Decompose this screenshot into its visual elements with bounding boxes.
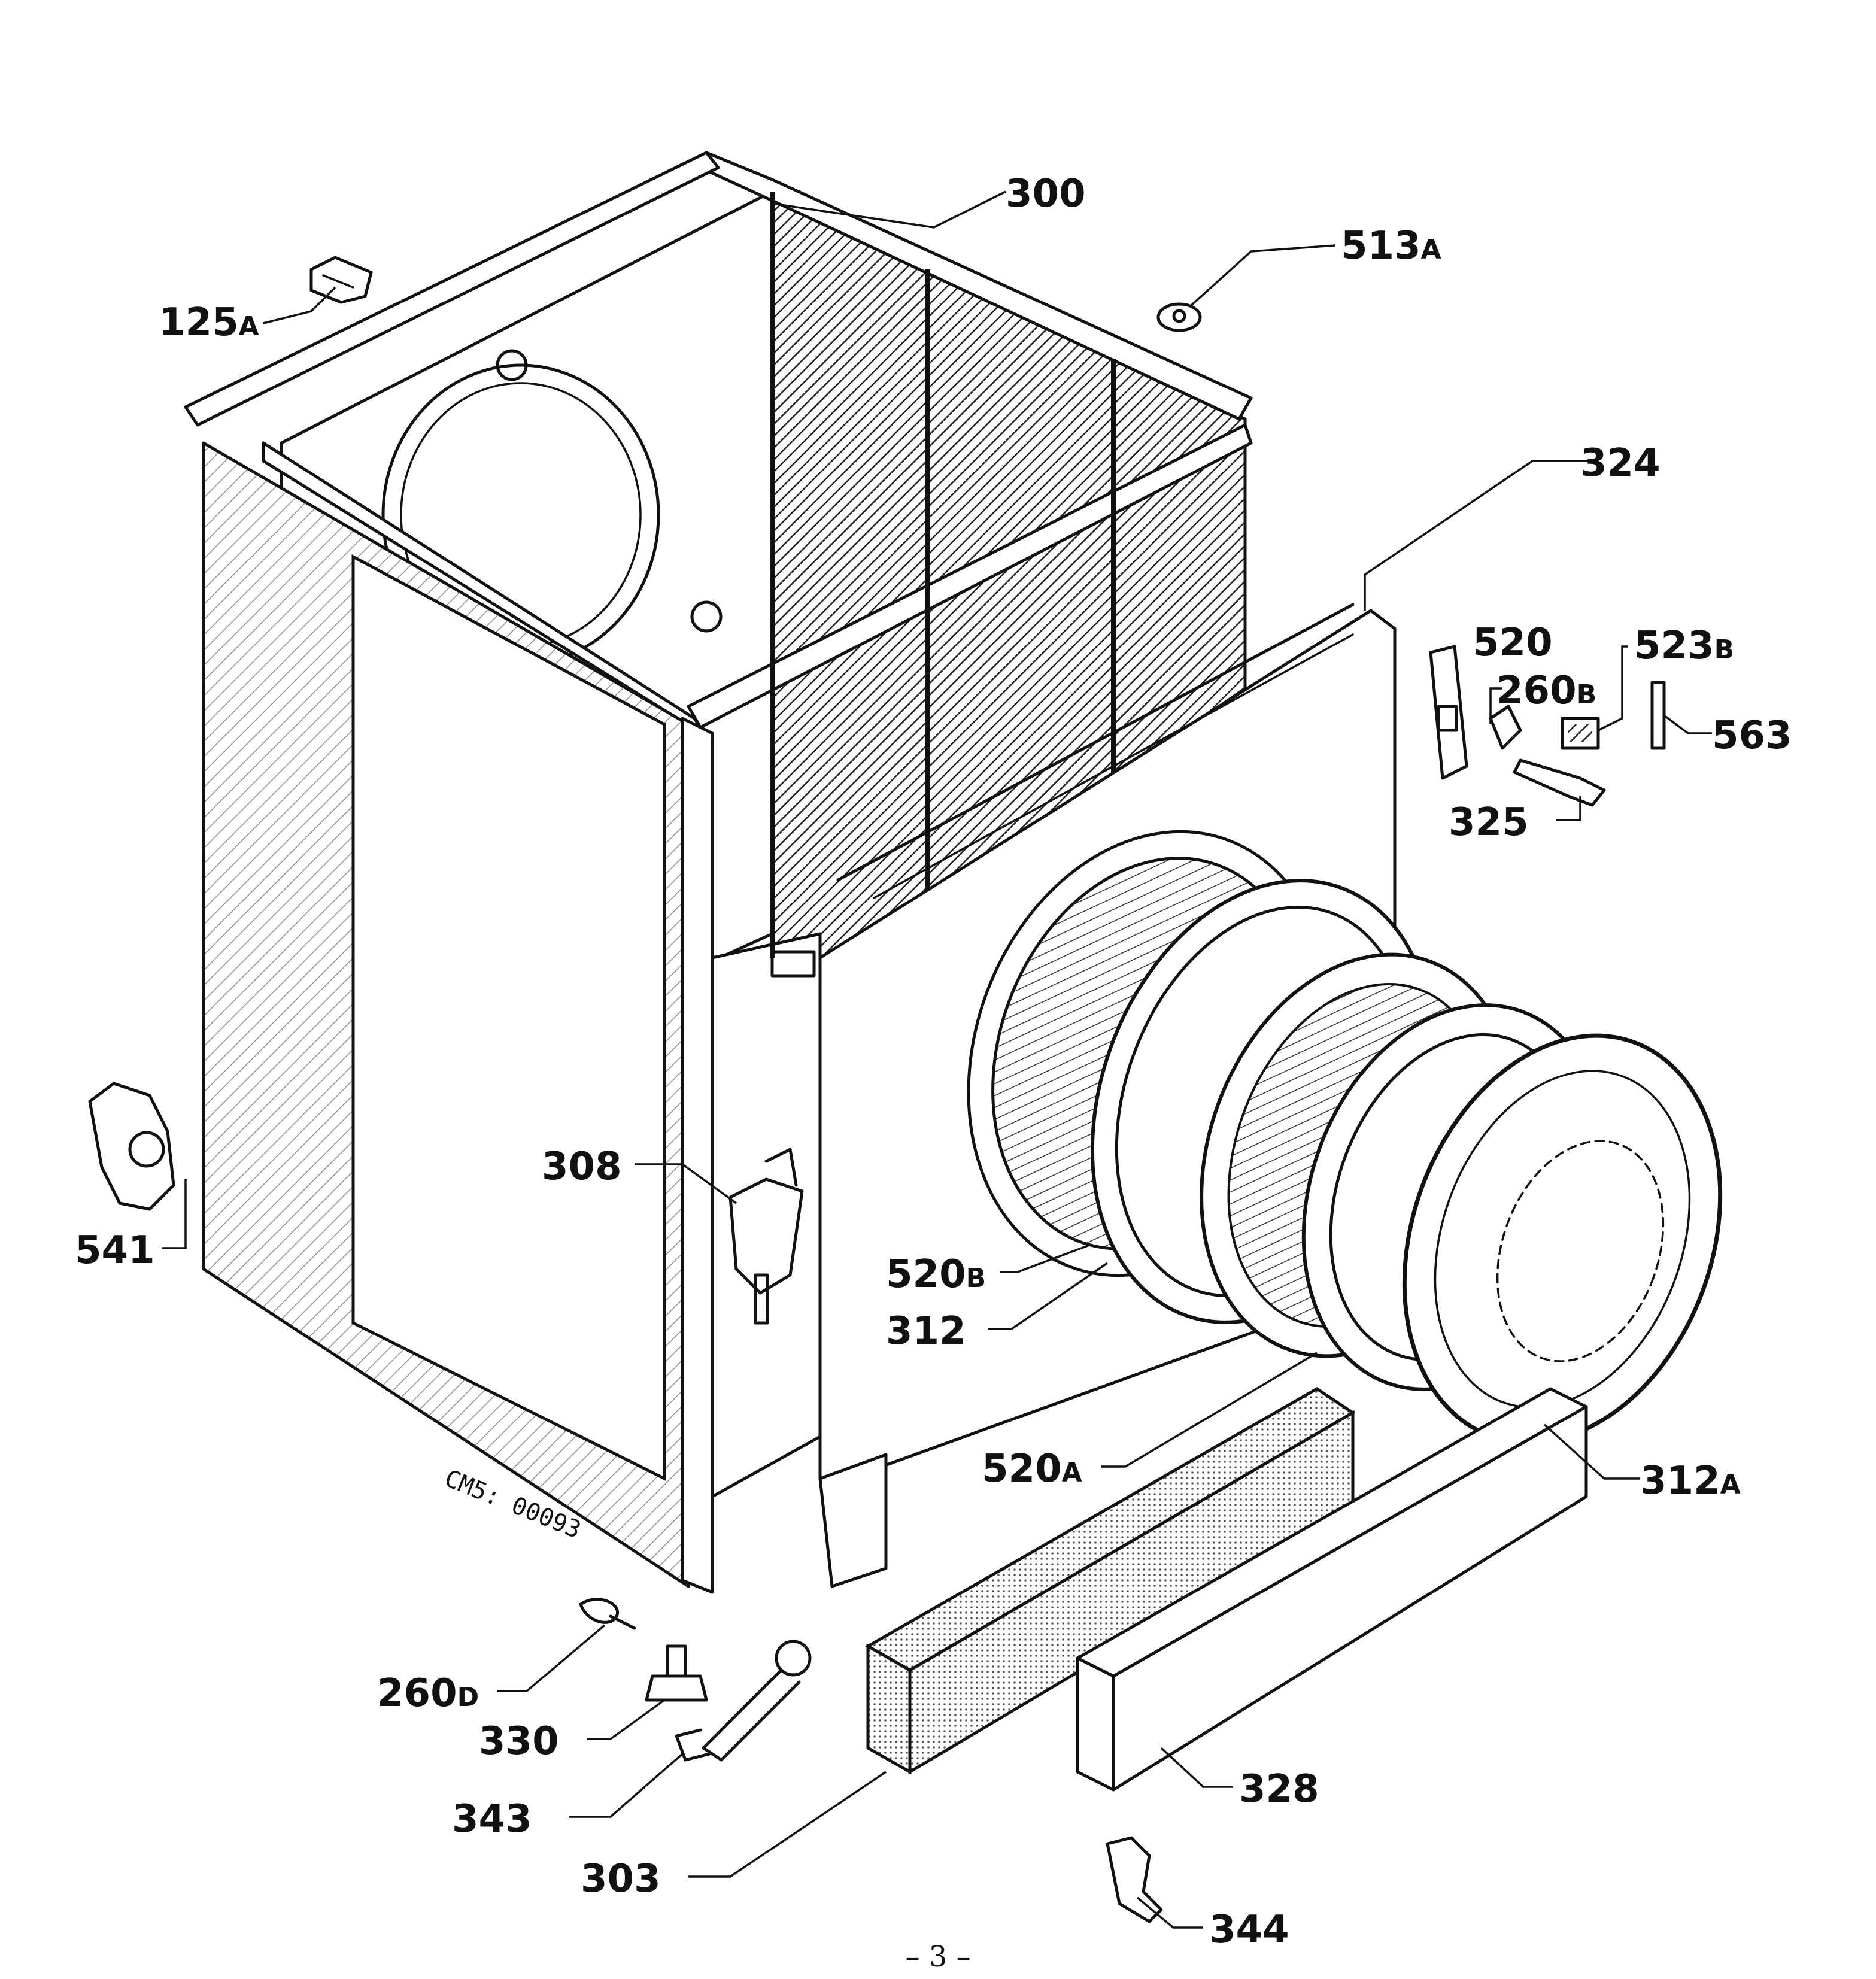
label-125a: 125A: [159, 301, 259, 345]
label-513a: 513A: [1341, 224, 1441, 268]
part-260d-clip: [579, 1598, 636, 1630]
part-260b: [1489, 705, 1522, 750]
part-labels: 300 513A 125A 324 520 523B 260B 563 325 …: [75, 172, 1792, 1952]
part-325-lever: [1513, 758, 1606, 807]
cabinet-body: [184, 151, 1253, 1594]
label-520: 520: [1473, 621, 1553, 665]
label-520b: 520B: [886, 1252, 986, 1297]
leader-lines: [162, 190, 1712, 1929]
plinth-303: [864, 1387, 1356, 1775]
part-541: [88, 1082, 175, 1211]
label-308: 308: [542, 1145, 622, 1189]
part-520-lock-plate: [1429, 645, 1468, 780]
part-513a: [1156, 302, 1202, 332]
page-number: – 3 –: [905, 1940, 970, 1974]
label-300: 300: [1006, 172, 1086, 216]
part-344: [1106, 1836, 1163, 1923]
label-330: 330: [479, 1719, 559, 1764]
label-520a: 520A: [982, 1447, 1082, 1491]
label-260b: 260B: [1496, 669, 1596, 713]
label-312a: 312A: [1640, 1459, 1741, 1503]
part-523b: [1561, 717, 1600, 750]
part-125a: [309, 256, 373, 304]
part-308-hinge: [728, 1148, 804, 1325]
label-325: 325: [1449, 800, 1529, 845]
part-330-foot: [645, 1644, 708, 1702]
label-303: 303: [581, 1857, 661, 1901]
label-328: 328: [1239, 1767, 1319, 1811]
part-563-pin: [1650, 681, 1666, 750]
label-523b: 523B: [1634, 624, 1734, 668]
label-312: 312: [886, 1309, 966, 1353]
label-541: 541: [75, 1228, 155, 1273]
label-343: 343: [452, 1797, 532, 1841]
label-260d: 260D: [377, 1671, 479, 1716]
label-324: 324: [1580, 441, 1661, 485]
plinth-328: [1076, 1387, 1588, 1792]
part-343-wrench: [675, 1640, 812, 1762]
label-563: 563: [1712, 714, 1792, 758]
label-344: 344: [1209, 1908, 1289, 1952]
